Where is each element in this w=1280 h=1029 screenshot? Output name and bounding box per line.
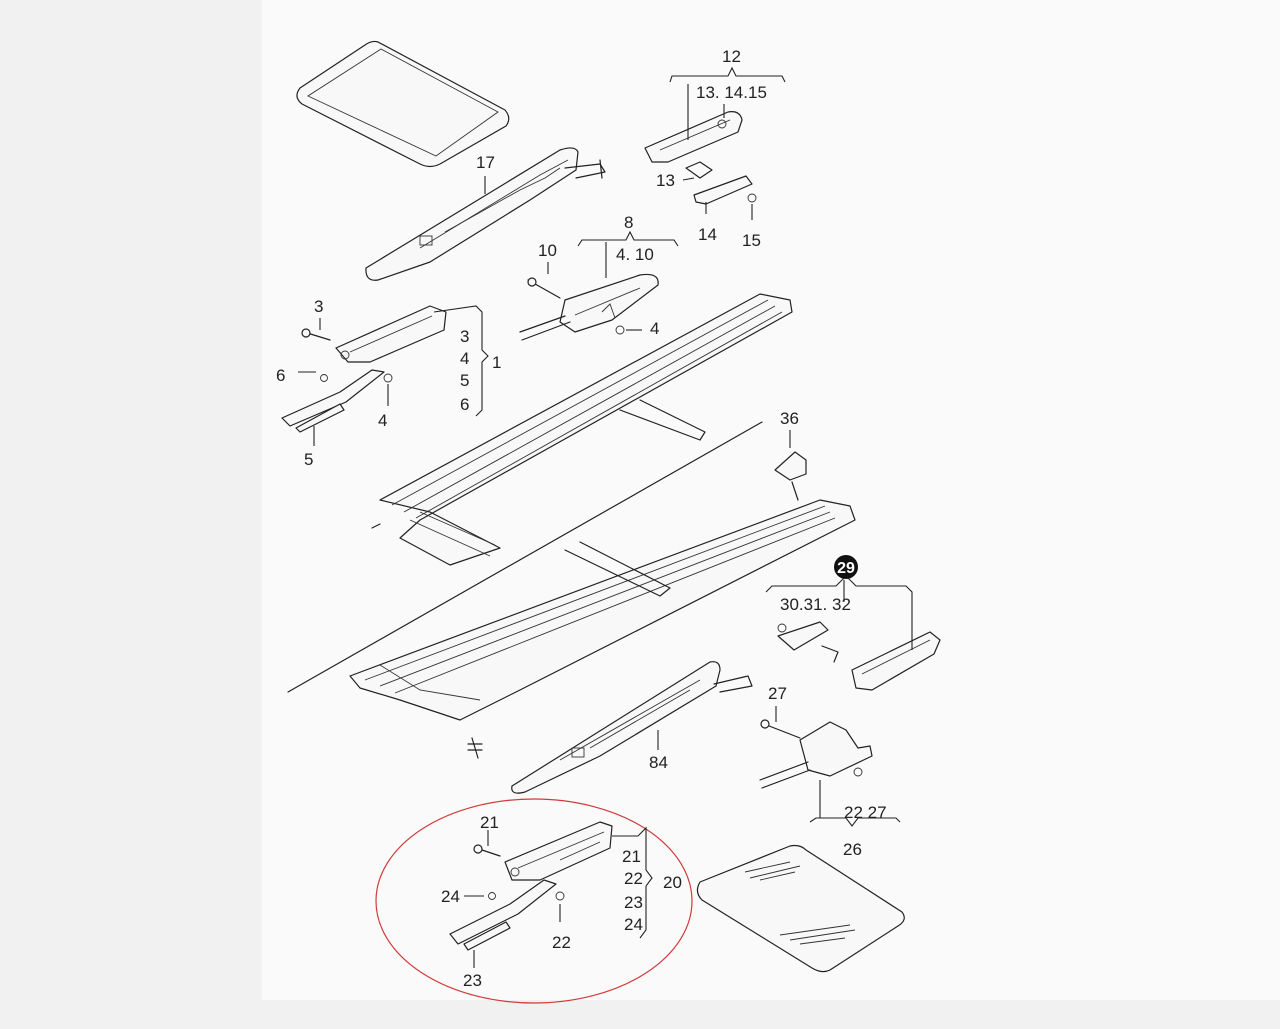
callout-4a: 4	[650, 319, 659, 338]
leader-lines	[298, 66, 913, 968]
part-12-assembly	[644, 111, 757, 205]
group-20-item-23: 23	[624, 893, 643, 912]
callout-29-badge	[834, 555, 858, 579]
callout-26: 26	[843, 840, 862, 859]
sunroof-frame-rail-lower	[349, 499, 856, 759]
callout-5: 5	[304, 450, 313, 469]
glass-panel-top	[296, 40, 510, 168]
group-20-item-22: 22	[624, 869, 643, 888]
callout-4b: 4	[378, 411, 387, 430]
callout-24: 24	[441, 887, 460, 906]
callout-21: 21	[480, 813, 499, 832]
callout-27: 27	[768, 684, 787, 703]
group-1-label: 1	[492, 353, 501, 372]
callout-12: 12	[722, 47, 741, 66]
group-1-item-5: 5	[460, 371, 469, 390]
callout-13-14-15: 13. 14.15	[696, 83, 767, 102]
group-1-item-4: 4	[460, 349, 469, 368]
callout-14: 14	[698, 225, 717, 244]
callout-22: 22	[552, 933, 571, 952]
group-1-item-6: 6	[460, 395, 469, 414]
group-1-item-3: 3	[460, 327, 469, 346]
part-8-assembly	[519, 273, 659, 341]
callout-6: 6	[276, 366, 285, 385]
part-29-assembly	[777, 621, 941, 691]
callout-10: 10	[538, 241, 557, 260]
callout-15: 15	[742, 231, 761, 250]
part-17-guide	[365, 147, 606, 281]
group-20-item-24: 24	[624, 915, 643, 934]
part-84-guide	[511, 661, 753, 794]
group-20-label: 20	[663, 873, 682, 892]
callout-4-10: 4. 10	[616, 245, 654, 264]
callout-22-27: 22 27	[844, 803, 887, 822]
highlight-circle	[375, 798, 693, 1004]
part-20-assembly	[449, 821, 613, 951]
part-36-clip	[774, 451, 807, 501]
callout-17: 17	[476, 153, 495, 172]
callout-13: 13	[656, 171, 675, 190]
callout-29: 29	[837, 560, 855, 577]
callout-8: 8	[624, 213, 633, 232]
group-20-item-21: 21	[622, 847, 641, 866]
callout-30-31-32: 30.31. 32	[780, 595, 851, 614]
sunroof-frame-rail-upper	[371, 293, 793, 566]
glass-panel-bottom	[696, 844, 905, 973]
part-1-assembly	[281, 305, 447, 433]
frame-edge-line	[287, 421, 763, 693]
callout-23: 23	[463, 971, 482, 990]
callout-labels: 12 13. 14.15 13 14 15 17 8 4. 10 10 4 3 …	[276, 47, 887, 990]
part-26-lock	[759, 719, 873, 789]
callout-84: 84	[649, 753, 668, 772]
callout-3: 3	[314, 297, 323, 316]
callout-36: 36	[780, 409, 799, 428]
